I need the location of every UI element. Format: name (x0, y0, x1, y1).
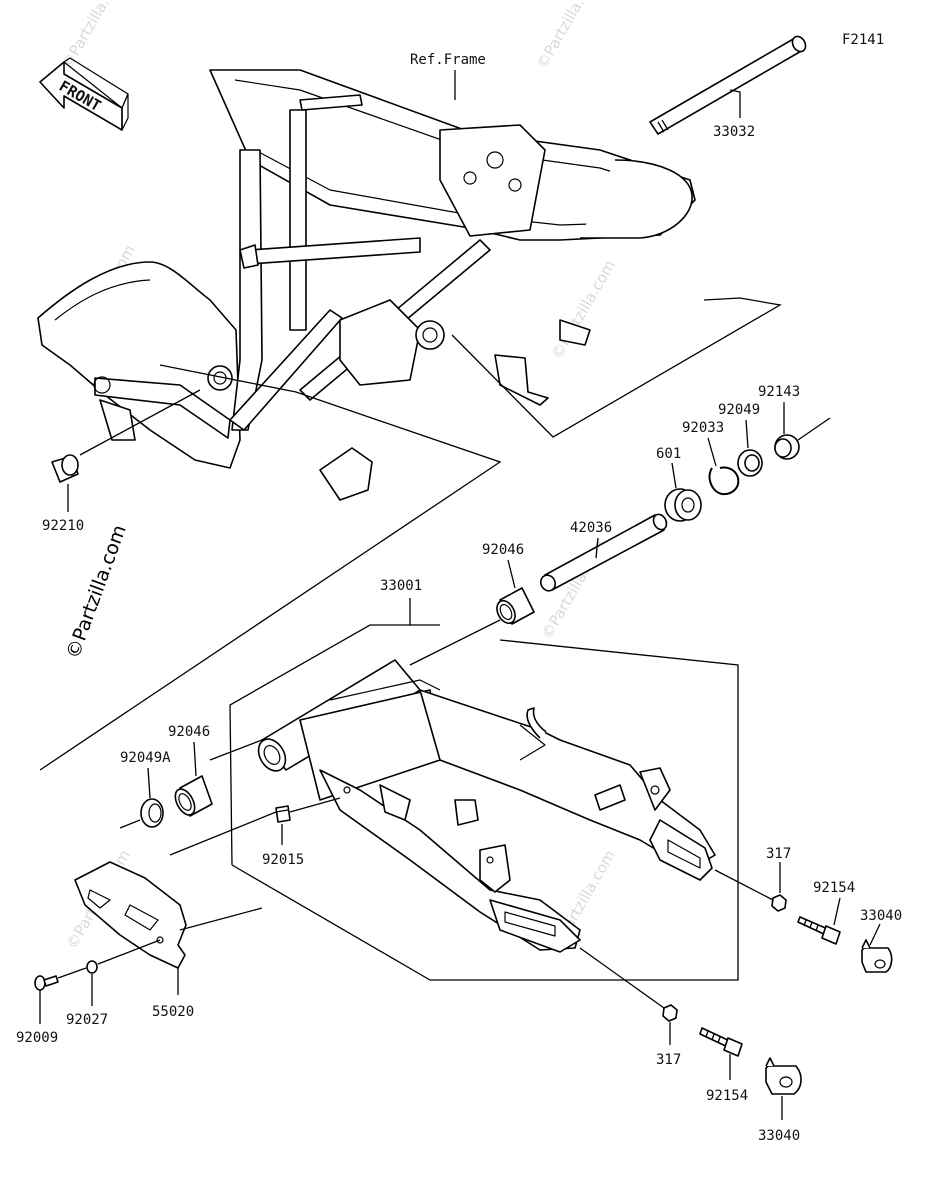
part-label-92154-upper[interactable]: 92154 (813, 880, 855, 896)
washer-92027 (86, 960, 98, 974)
part-label-92143[interactable]: 92143 (758, 384, 800, 400)
part-label-92049[interactable]: 92049 (718, 402, 760, 418)
part-label-92009[interactable]: 92009 (16, 1030, 58, 1046)
chain-guard-55020 (74, 861, 187, 969)
part-label-317-upper[interactable]: 317 (766, 846, 791, 862)
nut-317-lower (662, 1004, 678, 1022)
plate-33040-upper (861, 939, 893, 973)
part-label-33001[interactable]: 33001 (380, 578, 422, 594)
cap-92210 (51, 454, 79, 483)
part-label-92154-lower[interactable]: 92154 (706, 1088, 748, 1104)
nut-317-upper (771, 894, 787, 912)
watermark-text: ©Partzilla.com (548, 257, 619, 362)
fitting-92015 (275, 805, 291, 823)
part-label-92210[interactable]: 92210 (42, 518, 84, 534)
seal-92049 (737, 449, 763, 477)
plate-33040-lower (765, 1057, 802, 1095)
bolt-92154-upper (797, 916, 841, 945)
swingarm-33001 (257, 659, 716, 953)
watermark-text-dark: ©Partzilla.com (62, 522, 131, 662)
part-label-92049A[interactable]: 92049A (120, 750, 171, 766)
part-label-92046-left[interactable]: 92046 (168, 724, 210, 740)
bolt-92154-lower (699, 1027, 743, 1057)
part-label-33032[interactable]: 33032 (713, 124, 755, 140)
part-label-42036[interactable]: 42036 (570, 520, 612, 536)
part-label-92046-top[interactable]: 92046 (482, 542, 524, 558)
part-label-92027[interactable]: 92027 (66, 1012, 108, 1028)
pivot-shaft-33032 (649, 35, 807, 135)
sleeve-42036 (539, 513, 668, 592)
screw-92009 (34, 975, 59, 991)
part-label-601[interactable]: 601 (656, 446, 681, 462)
part-label-33040-upper[interactable]: 33040 (860, 908, 902, 924)
figure-code: F2141 (842, 32, 884, 48)
watermark-text: ©Partzilla.com (58, 0, 129, 72)
frame-ref-label: Ref.Frame (410, 52, 486, 68)
part-label-92015[interactable]: 92015 (262, 852, 304, 868)
needle-bearing-92046-left (174, 775, 213, 817)
circlip-92033 (708, 466, 740, 496)
part-label-317-lower[interactable]: 317 (656, 1052, 681, 1068)
collar-92143 (774, 434, 800, 460)
watermark-text: ©Partzilla.com (533, 0, 604, 72)
part-label-33040-lower[interactable]: 33040 (758, 1128, 800, 1144)
front-arrow-icon: FRONT (39, 57, 129, 131)
part-label-55020[interactable]: 55020 (152, 1004, 194, 1020)
part-label-92033[interactable]: 92033 (682, 420, 724, 436)
bearing-601 (664, 488, 702, 522)
needle-bearing-92046-top (496, 587, 535, 625)
frame-drawing (37, 69, 696, 501)
seal-92049A (140, 798, 164, 828)
